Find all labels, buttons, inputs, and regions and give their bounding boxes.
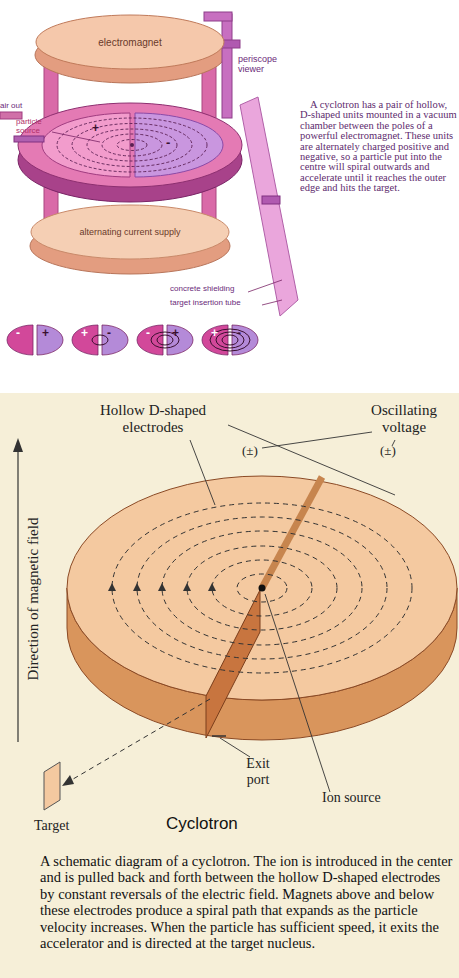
panel-background: [0, 393, 459, 978]
charge-sign: +: [211, 327, 223, 339]
periscope-tube: [222, 14, 232, 118]
ion-source-dot: [259, 585, 266, 592]
part-label: target insertion tube: [170, 298, 270, 307]
part-label: Ion source: [322, 790, 412, 806]
part-label: Exit port: [236, 756, 280, 788]
dee-cut-face: [206, 590, 260, 738]
charge-sign: +: [92, 122, 104, 134]
dee-gap: [262, 477, 322, 588]
part-label: periscope viewer: [238, 54, 298, 74]
charge-sign: -: [107, 327, 119, 339]
target-tube: [262, 196, 280, 204]
leader-line: [220, 738, 250, 757]
polarity-label: (±): [242, 444, 272, 458]
arrow-head: [13, 438, 23, 452]
charge-sign: -: [166, 136, 178, 149]
charge-sign: -: [146, 327, 158, 339]
charge-sign: +: [172, 327, 184, 339]
concrete-shielding: [240, 97, 298, 316]
supply-disc: alternating current supply: [30, 204, 230, 260]
spiral-path: [57, 118, 207, 172]
axis-label: Direction of magnetic field: [24, 459, 42, 739]
node-label: electromagnet: [98, 37, 161, 48]
dee-right: [135, 113, 223, 177]
disc-face: [36, 15, 224, 69]
figure-caption: A schematic diagram of a cyclotron. The …: [40, 853, 457, 951]
target-plate: [44, 762, 60, 810]
figure-title: Cyclotron: [166, 814, 276, 834]
center-dot: [130, 143, 134, 147]
field-arrow: [17, 448, 18, 742]
description-text: A cyclotron has a pair of hollow, D-shap…: [300, 100, 458, 194]
part-label: concrete shielding: [170, 284, 260, 293]
dee-top: [67, 476, 457, 700]
charge-sign: +: [42, 327, 54, 339]
periscope-head: [204, 12, 232, 21]
part-label: Hollow D-shaped electrodes: [78, 402, 228, 436]
charge-sign: -: [237, 327, 249, 339]
leader-line: [262, 300, 282, 305]
source-pipe: [14, 136, 44, 142]
polarity-label: (±): [380, 444, 410, 458]
spiral-path: [68, 503, 412, 782]
leader-line: [265, 594, 330, 792]
disc-face: [31, 205, 229, 259]
spiral-path: [92, 329, 250, 351]
part-label: particle source: [16, 117, 60, 135]
chamber-top: [18, 103, 242, 187]
leader-line: [190, 425, 395, 505]
leader-line: [248, 280, 282, 292]
charge-sign: +: [81, 327, 93, 339]
dee-left: [42, 113, 130, 177]
part-label: air out: [0, 101, 40, 110]
part-label: Target: [34, 818, 104, 834]
spiral-arrows: [62, 583, 216, 786]
electromagnet-disc: electromagnet: [35, 14, 225, 70]
node-label: alternating current supply: [79, 227, 180, 237]
charge-sign: -: [16, 327, 28, 339]
exit-port-mark: [212, 735, 226, 737]
part-label: Oscillating voltage: [352, 402, 456, 436]
dee-sequence: [7, 325, 258, 355]
